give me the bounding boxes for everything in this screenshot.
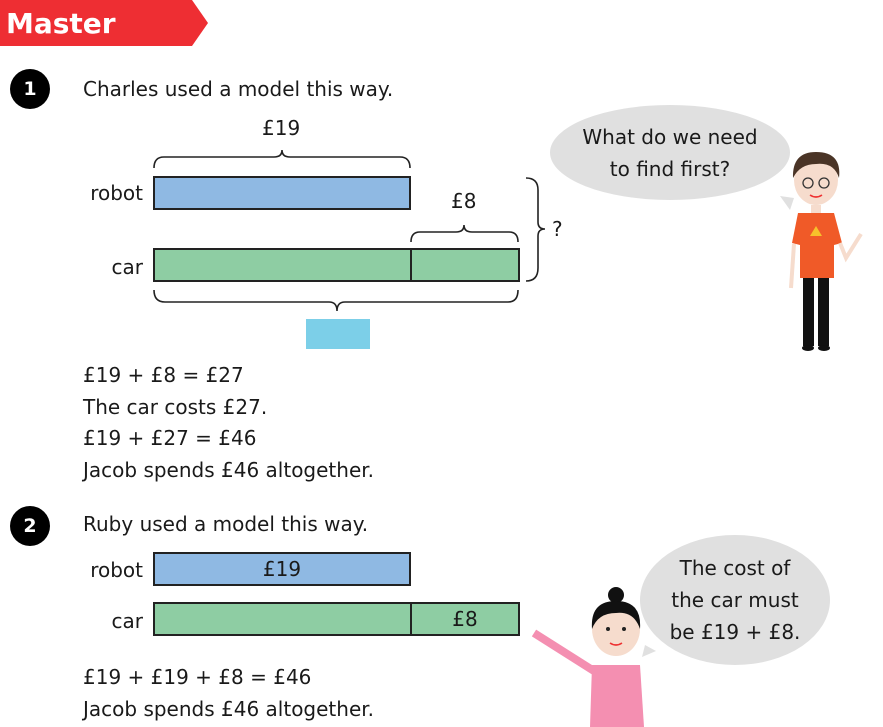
robot-bar-2: £19 bbox=[153, 552, 411, 586]
total-question-mark: ? bbox=[552, 217, 563, 241]
question-1-prompt: Charles used a model this way. bbox=[83, 77, 394, 101]
question-number-2: 2 bbox=[10, 506, 50, 546]
q1-line-3: £19 + £27 = £46 bbox=[83, 426, 257, 450]
speech-line: What do we need bbox=[582, 124, 758, 149]
girl-character-icon bbox=[531, 587, 656, 727]
car-bar-divider bbox=[410, 604, 412, 634]
car-bar-2: £8 bbox=[153, 602, 520, 636]
speech-line: The cost of bbox=[679, 556, 791, 580]
robot-bar bbox=[153, 176, 411, 210]
car-label: car bbox=[111, 255, 143, 279]
answer-box[interactable] bbox=[306, 319, 370, 349]
question-2-prompt: Ruby used a model this way. bbox=[83, 512, 369, 536]
car-label-2: car bbox=[111, 609, 143, 633]
brace-small-car bbox=[410, 224, 519, 243]
car-bar bbox=[153, 248, 520, 282]
speech-line: to find first? bbox=[609, 156, 731, 181]
speech-bubble-boy: What do we need to find first? bbox=[550, 105, 790, 200]
car-extra-value: £8 bbox=[452, 607, 478, 631]
robot-bar-value: £19 bbox=[262, 557, 302, 581]
q1-line-1: £19 + £8 = £27 bbox=[83, 363, 244, 387]
q2-line-2: Jacob spends £46 altogether. bbox=[83, 697, 374, 721]
master-banner: Master bbox=[0, 0, 208, 46]
speech-bubble-girl: The cost of the car must be £19 + £8. bbox=[640, 535, 830, 665]
robot-label-2: robot bbox=[90, 558, 143, 582]
robot-label: robot bbox=[90, 181, 143, 205]
q2-line-1: £19 + £19 + £8 = £46 bbox=[83, 665, 312, 689]
speech-line: be £19 + £8. bbox=[669, 620, 801, 644]
banner-title: Master bbox=[6, 7, 116, 40]
q1-line-2: The car costs £27. bbox=[83, 395, 268, 419]
speech-line: the car must bbox=[671, 588, 799, 612]
brace-label-8: £8 bbox=[451, 189, 477, 213]
q1-line-4: Jacob spends £46 altogether. bbox=[83, 458, 374, 482]
boy-character-icon bbox=[780, 152, 863, 351]
car-bar-divider bbox=[410, 250, 412, 280]
brace-top-robot bbox=[153, 149, 411, 169]
brace-total bbox=[525, 177, 546, 282]
brace-bottom-car bbox=[153, 289, 519, 312]
question-number-1: 1 bbox=[10, 69, 50, 109]
brace-label-19: £19 bbox=[262, 116, 301, 140]
